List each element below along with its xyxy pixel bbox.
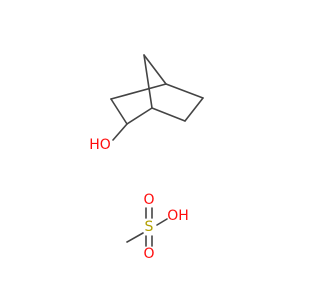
bond-c1-c2 (126, 107, 153, 125)
oxygen-top-label: O (143, 192, 154, 208)
canvas-background (0, 0, 300, 300)
bond-c6-c5 (184, 97, 204, 122)
sulfonic-hydroxyl-label: OH (167, 208, 189, 224)
norborneol-molecule: HO (89, 54, 204, 153)
hydroxyl-label: HO (89, 137, 111, 153)
bond-c2-c3 (110, 98, 128, 125)
bond-sulfur-oh (156, 218, 168, 226)
sulfur-label: S (145, 219, 154, 235)
oxygen-bottom-label: O (143, 246, 154, 262)
bond-c1-c6 (151, 107, 186, 122)
bond-methyl-sulfur (126, 232, 144, 243)
bond-c5-c4 (165, 83, 204, 99)
bond-bridge-left (143, 54, 153, 109)
bond-bridge-right (143, 54, 167, 85)
methanesulfonic-acid-molecule: S O O OH (126, 192, 189, 262)
bond-c2-oh (112, 123, 128, 141)
bond-c3-c4 (110, 83, 167, 100)
molecule-canvas: HO S O O OH (0, 0, 300, 300)
